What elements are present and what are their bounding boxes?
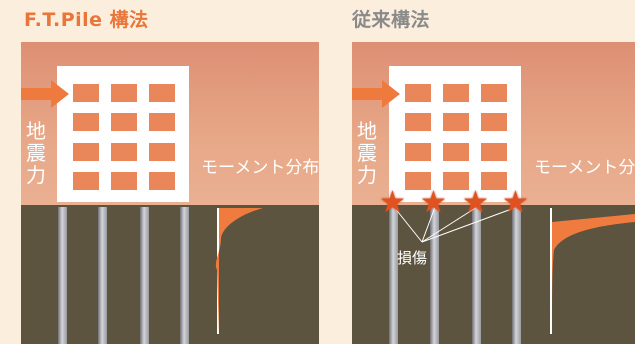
- seismic-force-label: 地 震 力: [26, 119, 46, 187]
- building-window: [481, 84, 507, 102]
- ground-area: [21, 205, 319, 344]
- moment-distribution-curve: [552, 214, 635, 334]
- pile: [512, 207, 521, 344]
- building-window: [149, 143, 175, 161]
- building-window: [111, 172, 137, 190]
- pile: [140, 207, 149, 344]
- damage-label: 損傷: [397, 249, 428, 267]
- left-panel-title: F.T.Pile 構法: [24, 9, 149, 31]
- pile: [180, 207, 189, 344]
- building-window: [443, 113, 469, 131]
- moment-distribution-label: モーメント分布: [201, 158, 319, 178]
- building-window: [111, 113, 137, 131]
- star-icon: ★: [379, 185, 406, 220]
- damage-pointer-lines: [393, 206, 518, 243]
- pile: [58, 207, 67, 344]
- pile: [98, 207, 107, 344]
- building-window: [111, 143, 137, 161]
- building-window: [481, 143, 507, 161]
- pile: [472, 207, 481, 344]
- building-window: [149, 113, 175, 131]
- moment-distribution-label: モーメント分布: [534, 158, 635, 178]
- right-panel-title: 従来構法: [352, 9, 431, 31]
- building-window: [73, 143, 99, 161]
- moment-distribution-curve: [215, 208, 263, 334]
- building-window: [443, 84, 469, 102]
- building-window: [149, 172, 175, 190]
- arrow-right-icon: [21, 80, 69, 108]
- seismic-force-label: 地 震 力: [357, 119, 377, 187]
- building-window: [405, 143, 431, 161]
- star-icon: ★: [420, 185, 447, 220]
- conventional-diagram-panel: 地 震 力 ★ ★ ★ ★ 損傷 モーメント分布: [352, 42, 635, 344]
- pile: [430, 207, 439, 344]
- building: [57, 66, 189, 202]
- pile: [389, 207, 398, 344]
- ftpile-diagram-panel: 地 震 力 モーメント分布: [21, 42, 319, 344]
- building-window: [443, 172, 469, 190]
- building-window: [111, 84, 137, 102]
- building-window: [481, 113, 507, 131]
- building-window: [405, 84, 431, 102]
- building-window: [443, 143, 469, 161]
- building-window: [149, 84, 175, 102]
- building-window: [405, 172, 431, 190]
- building-window: [481, 172, 507, 190]
- arrow-right-icon: [352, 80, 400, 108]
- star-icon: ★: [462, 185, 489, 220]
- building-window: [73, 113, 99, 131]
- building-window: [73, 84, 99, 102]
- building-window: [73, 172, 99, 190]
- moment-axis: [550, 208, 552, 334]
- building-window: [405, 113, 431, 131]
- building: [389, 66, 521, 202]
- star-icon: ★: [502, 185, 529, 220]
